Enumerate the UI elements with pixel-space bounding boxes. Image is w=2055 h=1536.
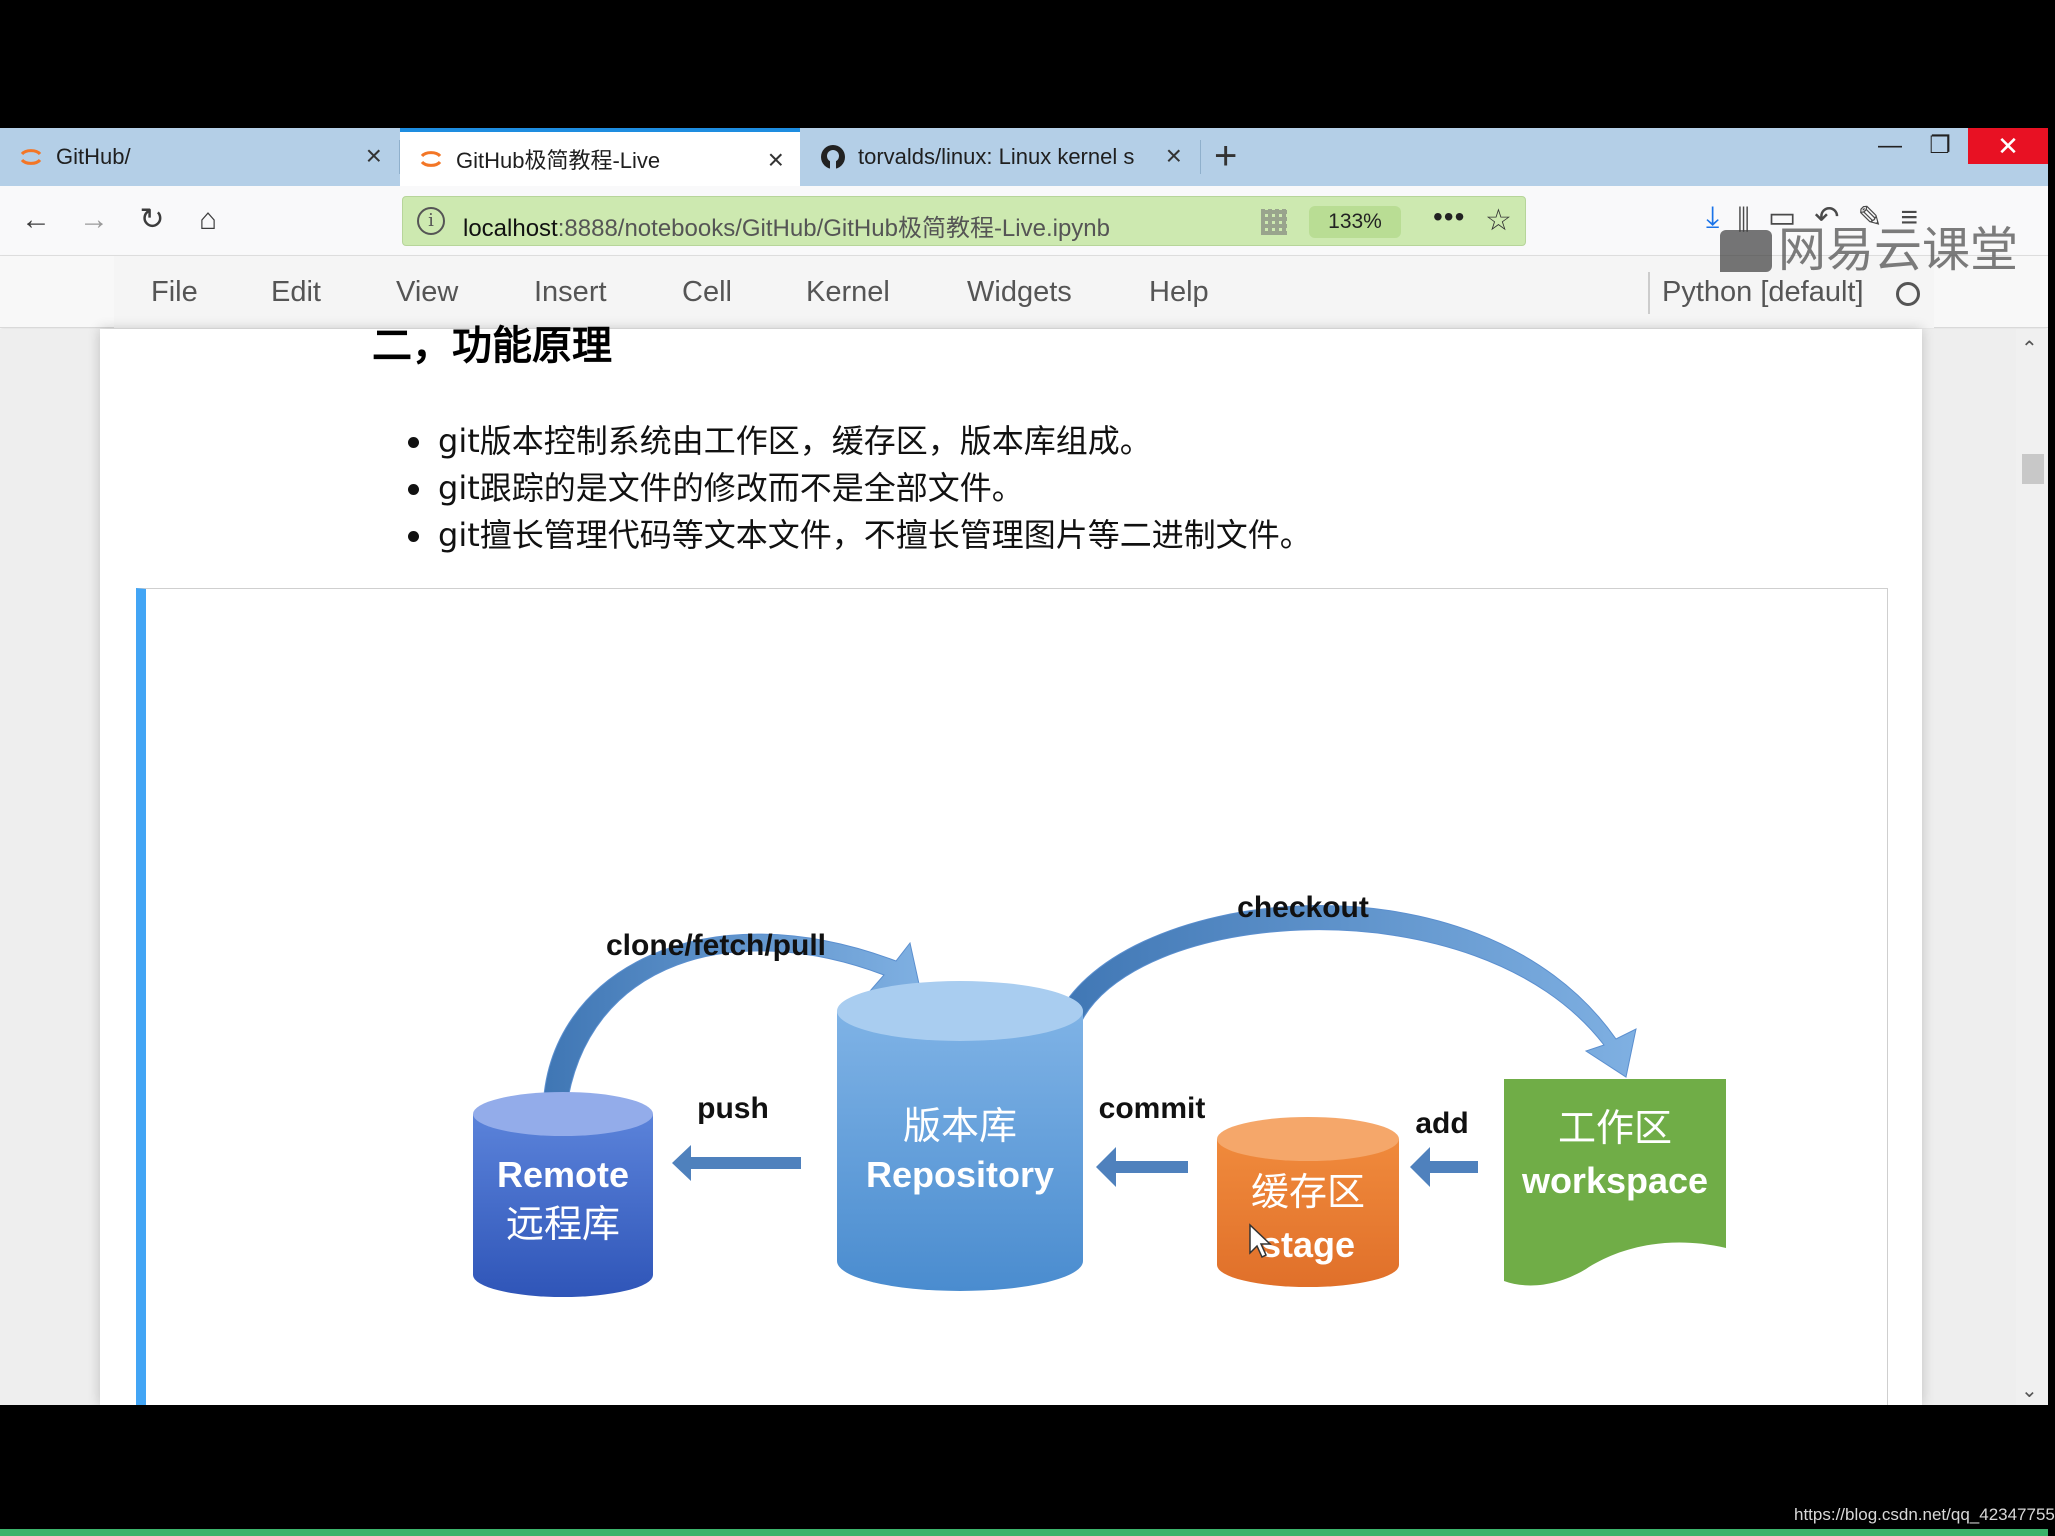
arrow-right-icon[interactable]: → (79, 203, 109, 236)
tab-separator (399, 140, 400, 174)
extension-icon[interactable]: ✎ (1857, 201, 1901, 234)
repository-label-en: Repository (866, 1154, 1054, 1195)
jupyter-menubar: File Edit View Insert Cell Kernel Widget… (0, 256, 2048, 328)
menu-kernel[interactable]: Kernel (806, 276, 890, 308)
restore-icon[interactable]: ❐ (1929, 132, 1951, 159)
workspace-document (1504, 1079, 1726, 1286)
minimize-icon[interactable]: — (1878, 132, 1902, 159)
menu-edit[interactable]: Edit (271, 276, 321, 308)
workspace-label-en: workspace (1521, 1160, 1708, 1201)
status-url: https://blog.csdn.net/qq_42347755 (1794, 1505, 2055, 1524)
section-heading: 二，功能原理 (372, 324, 612, 368)
menu-insert[interactable]: Insert (534, 276, 607, 308)
remote-label-en: Remote (497, 1154, 629, 1195)
add-arrow (1410, 1147, 1478, 1187)
kernel-separator (1648, 272, 1650, 314)
push-arrow (672, 1145, 801, 1181)
qr-code-icon[interactable] (1261, 209, 1287, 235)
stage-label-en: stage (1261, 1224, 1355, 1265)
menu-icon[interactable]: ≡ (1900, 201, 1937, 234)
tab-title: GitHub/ (56, 144, 131, 169)
selected-cell[interactable]: Remote 远程库 版本库 Repository 缓存区 stage 工作区 … (136, 588, 1888, 1405)
more-actions-icon[interactable]: ••• (1433, 201, 1466, 232)
zoom-level-badge[interactable]: 133% (1309, 206, 1401, 238)
download-icon[interactable]: ⤓ (1706, 201, 1738, 234)
commit-arrow (1096, 1147, 1188, 1187)
star-icon[interactable]: ☆ (1485, 204, 1512, 237)
close-icon[interactable]: × (767, 144, 784, 175)
url-text[interactable]: localhost:8888/notebooks/GitHub/GitHub极简… (463, 215, 1111, 242)
remote-cylinder (473, 1092, 653, 1297)
tab-separator (1200, 140, 1201, 174)
repository-cylinder (837, 981, 1083, 1291)
bottom-progress-line (0, 1529, 2048, 1536)
library-icon[interactable]: ⫴ (1737, 201, 1768, 234)
remote-label-zh: 远程库 (506, 1202, 620, 1246)
add-label: add (1415, 1107, 1468, 1140)
stage-label-zh: 缓存区 (1251, 1170, 1365, 1214)
close-icon[interactable]: × (365, 140, 382, 171)
home-icon[interactable]: ⌂ (198, 203, 218, 236)
menu-strip (114, 256, 1934, 328)
menu-help[interactable]: Help (1149, 276, 1209, 308)
plus-icon[interactable]: + (1214, 134, 1238, 178)
repository-label-zh: 版本库 (903, 1104, 1017, 1148)
window-close-icon[interactable]: ✕ (1968, 128, 2048, 164)
menu-cell[interactable]: Cell (682, 276, 732, 308)
bullet-list: git版本控制系统由工作区，缓存区，版本库组成。 git跟踪的是文件的修改而不是… (408, 418, 1312, 559)
reload-icon[interactable]: ↻ (139, 203, 165, 236)
watermark-icon (1720, 230, 1772, 272)
vertical-scrollbar[interactable] (2016, 329, 2048, 1405)
menu-widgets[interactable]: Widgets (967, 276, 1072, 308)
commit-label: commit (1099, 1092, 1206, 1125)
undo-icon[interactable]: ↶ (1814, 201, 1858, 234)
address-bar[interactable]: i localhost:8888/notebooks/GitHub/GitHub… (402, 196, 1526, 246)
checkout-arc-arrow (1053, 905, 1637, 1078)
list-item: git跟踪的是文件的修改而不是全部文件。 (408, 465, 1312, 512)
push-label: push (697, 1092, 769, 1125)
close-icon[interactable]: × (1165, 140, 1182, 171)
clone-fetch-pull-label: clone/fetch/pull (606, 929, 826, 962)
navigation-bar: ← → ↻ ⌂ i localhost:8888/notebooks/GitHu… (0, 186, 2048, 256)
checkout-label: checkout (1237, 891, 1369, 924)
github-icon (821, 145, 845, 169)
tab-github-tutorial[interactable]: GitHub极简教程-Live × (400, 128, 800, 186)
kernel-idle-icon (1896, 282, 1920, 306)
info-icon[interactable]: i (417, 207, 445, 235)
tab-github[interactable]: GitHub/ × (0, 128, 398, 186)
list-item: git版本控制系统由工作区，缓存区，版本库组成。 (408, 418, 1312, 465)
tab-torvalds-linux[interactable]: torvalds/linux: Linux kernel s × (802, 128, 1198, 186)
tab-title: torvalds/linux: Linux kernel s (858, 144, 1135, 169)
mouse-cursor-icon (1249, 1223, 1272, 1259)
chevron-down-icon[interactable]: ⌄ (2021, 1380, 2038, 1402)
chevron-up-icon[interactable]: ⌃ (2021, 338, 2038, 360)
scrollbar-thumb[interactable] (2022, 454, 2044, 484)
sidebar-icon[interactable]: ▭ (1767, 201, 1815, 234)
jupyter-icon (20, 149, 42, 165)
list-item: git擅长管理代码等文本文件，不擅长管理图片等二进制文件。 (408, 512, 1312, 559)
menu-file[interactable]: File (151, 276, 198, 308)
workspace-label-zh: 工作区 (1558, 1106, 1672, 1150)
menu-view[interactable]: View (396, 276, 459, 308)
tab-bar: GitHub/ × GitHub极简教程-Live × torvalds/lin… (0, 128, 2048, 186)
kernel-name: Python [default] (1662, 276, 1864, 308)
browser-window: GitHub/ × GitHub极简教程-Live × torvalds/lin… (0, 128, 2048, 1405)
watermark-logo: 网易云课堂 (1720, 210, 2018, 280)
toolbar-icons: ⤓⫴▭↶✎≡ (1706, 200, 1936, 235)
git-workflow-diagram: Remote 远程库 版本库 Repository 缓存区 stage 工作区 … (473, 891, 1726, 1297)
arrow-left-icon[interactable]: ← (21, 203, 51, 236)
tab-title: GitHub极简教程-Live (456, 148, 661, 173)
jupyter-icon (420, 151, 442, 167)
